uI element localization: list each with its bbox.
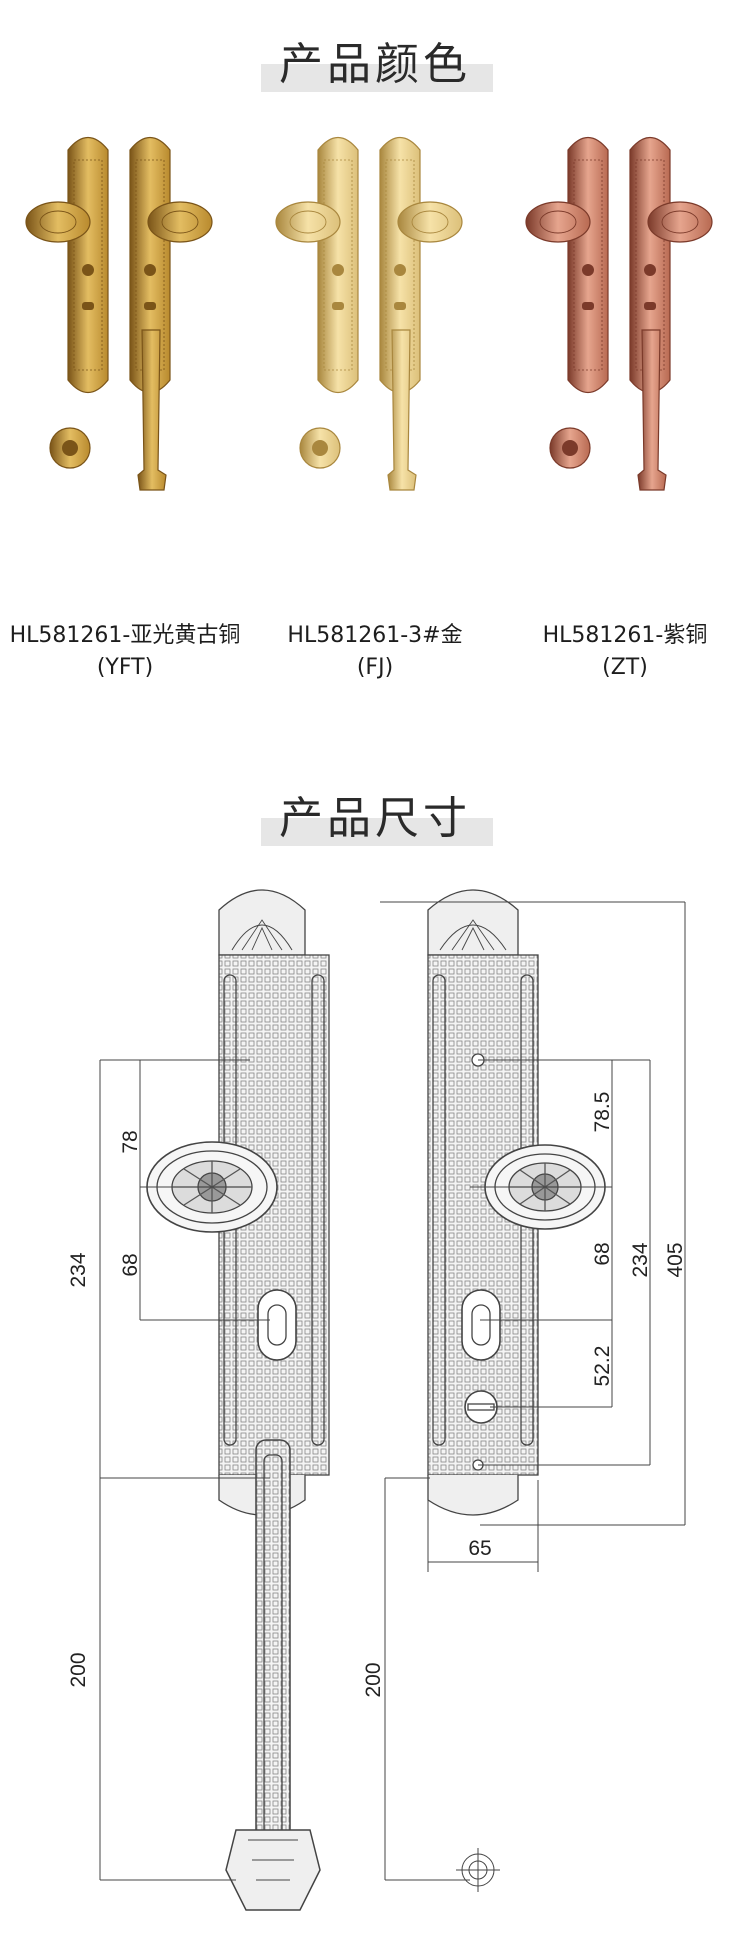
variant-card-fj: HL581261-3#金 (FJ) <box>250 130 500 680</box>
size-section-title: 产品尺寸 <box>279 793 471 844</box>
variant-caption: HL581261-亚光黄古铜 (YFT) <box>0 620 250 684</box>
right-plate-0 <box>129 136 171 394</box>
pull-handle <box>637 329 667 491</box>
dim-left-upper: 78 <box>119 1130 142 1153</box>
variant-code: (YFT) <box>96 655 154 680</box>
title-underline-bar <box>261 64 493 92</box>
left-plate-0 <box>67 136 109 394</box>
size-section-header: 产品尺寸 <box>0 782 750 862</box>
pull-handle <box>137 329 167 491</box>
right-plate-drawing <box>427 889 606 1516</box>
knob-left <box>525 201 591 243</box>
pull-handle <box>387 329 417 491</box>
knob-right <box>647 201 713 243</box>
dim-right-width: 65 <box>468 1537 491 1560</box>
dim-left-total: 234 <box>67 1252 90 1287</box>
variant-code: (ZT) <box>602 655 648 680</box>
colors-section-header: 产品颜色 <box>0 28 750 108</box>
lock-handle-image-yft <box>25 136 213 491</box>
dim-left-handle: 200 <box>67 1652 90 1687</box>
variant-model: HL581261-紫铜 <box>542 623 708 648</box>
variant-code: (FJ) <box>356 655 394 680</box>
variant-model: HL581261-3#金 <box>287 623 463 648</box>
dim-left-lower: 68 <box>119 1253 142 1276</box>
knob-right <box>147 201 213 243</box>
knob-left <box>275 201 341 243</box>
dim-right-upper: 78.5 <box>591 1092 614 1133</box>
variant-caption: HL581261-紫铜 (ZT) <box>500 620 750 684</box>
lock-handle-image-fj <box>275 136 463 491</box>
dim-right-lower: 68 <box>591 1242 614 1265</box>
variant-caption: HL581261-3#金 (FJ) <box>250 620 500 684</box>
dim-right-handle: 200 <box>362 1662 385 1697</box>
knob-left <box>25 201 91 243</box>
variant-card-zt: HL581261-紫铜 (ZT) <box>500 130 750 680</box>
dimension-drawing: 78 68 234 200 78.5 68 52.2 234 405 65 20… <box>67 889 687 1911</box>
dimension-lines <box>99 901 686 1892</box>
dim-right-overall: 405 <box>664 1242 687 1277</box>
right-plate-1 <box>379 136 421 394</box>
right-plate-2 <box>629 136 671 394</box>
left-plate-1 <box>317 136 359 394</box>
lock-handle-image-zt <box>525 136 713 491</box>
variant-model: HL581261-亚光黄古铜 <box>9 623 241 648</box>
dim-right-total: 234 <box>629 1242 652 1277</box>
knob-right <box>397 201 463 243</box>
colors-section-title: 产品颜色 <box>279 39 471 90</box>
title-underline-bar <box>261 818 493 846</box>
variant-card-yft: HL581261-亚光黄古铜 (YFT) <box>0 130 250 680</box>
dim-right-cylinder: 52.2 <box>591 1346 614 1387</box>
left-plate-2 <box>567 136 609 394</box>
left-plate-drawing <box>146 889 330 1911</box>
